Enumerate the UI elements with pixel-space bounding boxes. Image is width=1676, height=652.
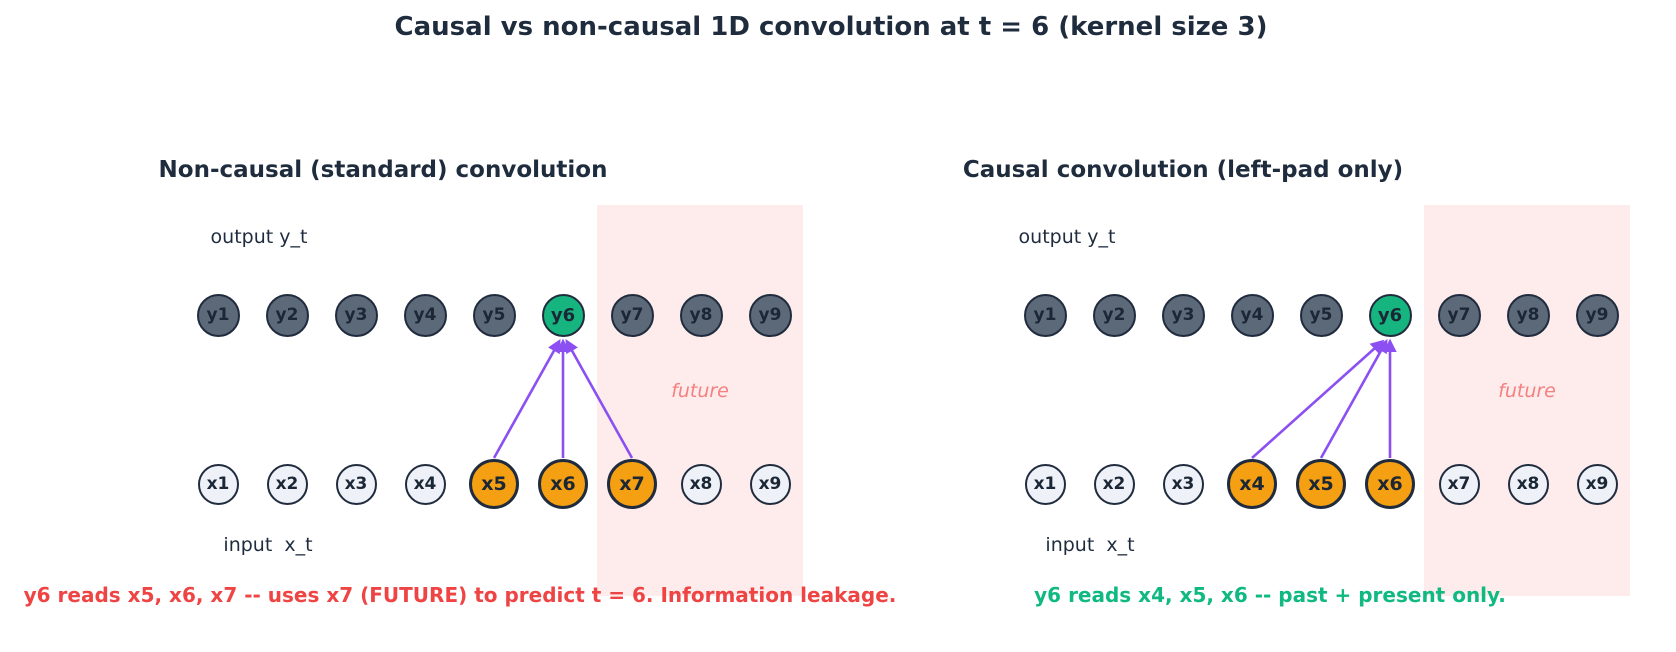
noncausal-input-node-x1: x1 [197,463,239,505]
causal-input-node-x6: x6 [1365,459,1415,509]
noncausal-output-node-y4: y4 [403,293,447,337]
noncausal-output-node-y7: y7 [610,293,654,337]
future-region [1424,205,1630,596]
panel-caption: y6 reads x4, x5, x6 -- past + present on… [1034,583,1506,607]
noncausal-input-node-x7: x7 [607,459,657,509]
future-label: future [1498,380,1556,402]
causal-output-node-y2: y2 [1092,293,1136,337]
causal-input-node-x5: x5 [1296,459,1346,509]
noncausal-input-node-x5: x5 [469,459,519,509]
causal-output-node-y3: y3 [1161,293,1205,337]
noncausal-output-node-y9: y9 [748,293,792,337]
conv-arrow-causal-x4-to-y6 [1251,339,1385,459]
noncausal-input-node-x6: x6 [538,459,588,509]
causal-output-node-y6: y6 [1368,293,1412,337]
panel-heading: Non-causal (standard) convolution [158,157,608,183]
noncausal-output-node-y2: y2 [265,293,309,337]
causal-input-node-x3: x3 [1162,463,1204,505]
conv-arrow-causal-x5-to-y6 [1319,339,1388,459]
noncausal-input-node-x4: x4 [404,463,446,505]
input-row-label: input x_t [223,534,313,556]
causal-output-node-y7: y7 [1437,293,1481,337]
causal-output-node-y8: y8 [1506,293,1550,337]
noncausal-output-node-y5: y5 [472,293,516,337]
output-row-label: output y_t [210,226,308,248]
noncausal-output-node-y3: y3 [334,293,378,337]
causal-output-node-y9: y9 [1575,293,1619,337]
panel-heading: Causal convolution (left-pad only) [962,157,1404,183]
causal-input-node-x1: x1 [1024,463,1066,505]
noncausal-input-node-x2: x2 [266,463,308,505]
panel-caption: y6 reads x5, x6, x7 -- uses x7 (FUTURE) … [23,583,897,607]
noncausal-input-node-x8: x8 [680,463,722,505]
causal-output-node-y4: y4 [1230,293,1274,337]
noncausal-input-node-x3: x3 [335,463,377,505]
causal-input-node-x8: x8 [1507,463,1549,505]
noncausal-output-node-y8: y8 [679,293,723,337]
conv-arrow-noncausal-x5-to-y6 [492,339,561,459]
noncausal-input-node-x9: x9 [749,463,791,505]
diagram-title: Causal vs non-causal 1D convolution at t… [394,12,1268,42]
input-row-label: input x_t [1045,534,1135,556]
causal-output-node-y1: y1 [1023,293,1067,337]
causal-input-node-x4: x4 [1227,459,1277,509]
causal-input-node-x2: x2 [1093,463,1135,505]
causal-input-node-x7: x7 [1438,463,1480,505]
causal-output-node-y5: y5 [1299,293,1343,337]
future-label: future [671,380,729,402]
noncausal-output-node-y6: y6 [541,293,585,337]
output-row-label: output y_t [1018,226,1116,248]
causal-input-node-x9: x9 [1576,463,1618,505]
noncausal-output-node-y1: y1 [196,293,240,337]
